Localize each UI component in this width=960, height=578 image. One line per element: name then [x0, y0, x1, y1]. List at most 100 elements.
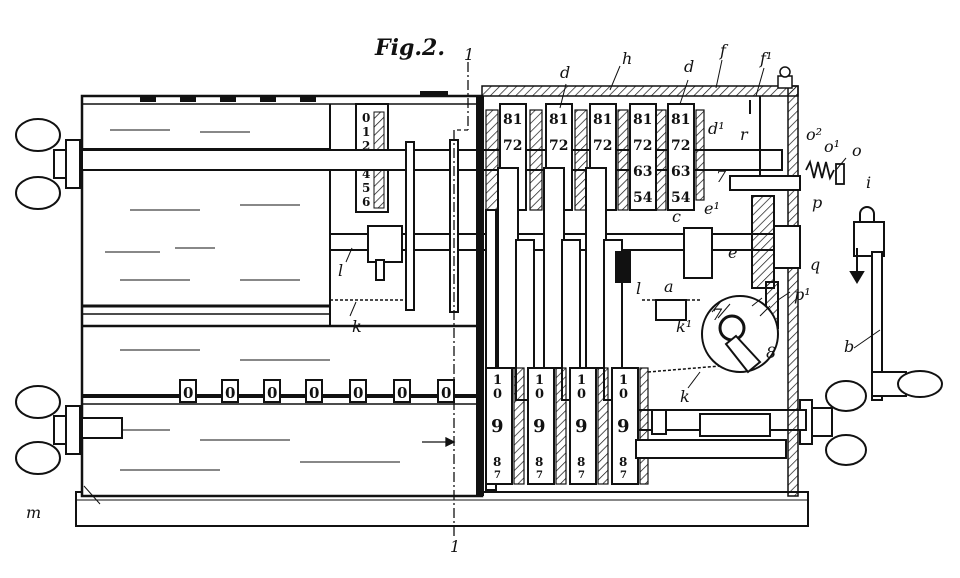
result-digit: 0 [183, 384, 193, 402]
label-k-mid: k [680, 387, 690, 406]
label-i: i [866, 173, 871, 192]
base-plate [75, 491, 809, 527]
label-o1: o¹ [824, 137, 840, 156]
label-k1: k¹ [676, 317, 692, 336]
wheel-number: 72 [549, 138, 568, 154]
reference-labels: 1 1 d h d f f¹ d¹ r o² o¹ o i 7 p e¹ c e… [26, 41, 871, 556]
wheel-number: 54 [671, 190, 691, 206]
wheel-number: 81 [633, 112, 652, 128]
leader-lines [83, 59, 881, 505]
label-f: f [719, 41, 729, 60]
section-mark-bottom: 1 [450, 537, 460, 556]
counter-digit: 9 [491, 416, 504, 437]
result-digit: 0 [267, 384, 277, 402]
wheel-number: 72 [593, 138, 612, 154]
label-seven-top: 7 [716, 167, 727, 186]
counter-column: 1 0 9 8 7 [527, 367, 555, 485]
section-line [422, 62, 469, 536]
label-a: a [664, 277, 674, 296]
result-digit: 0 [397, 384, 407, 402]
wheel-number: 72 [503, 138, 522, 154]
counter-digit: 0 [619, 387, 628, 402]
label-o: o [852, 141, 862, 160]
scale-digit: 1 [362, 125, 370, 139]
counter-digit: 9 [533, 416, 546, 437]
result-digit: 0 [225, 384, 235, 402]
wing-nut-bottom-right [799, 380, 867, 466]
wheel-number: 81 [671, 112, 690, 128]
counter-digit: 1 [577, 373, 586, 388]
gear-wheel [701, 295, 779, 374]
scale-digit: 0 [362, 111, 370, 125]
top-cover [476, 66, 799, 497]
wheel-number: 81 [549, 112, 568, 128]
levers [485, 167, 623, 491]
label-h: h [622, 49, 632, 68]
counter-digit: 7 [494, 470, 501, 481]
counter-digit: 8 [619, 455, 627, 469]
spring [805, 159, 845, 185]
label-e1: e¹ [704, 199, 720, 218]
crank-handle [849, 206, 943, 401]
counter-digit: 9 [617, 416, 630, 437]
label-q: q [810, 255, 820, 274]
counter-digit: 0 [535, 387, 544, 402]
counter-digit: 0 [577, 387, 586, 402]
chains [330, 299, 721, 373]
counter-columns: 1 0 9 8 7 1 0 9 8 7 1 0 9 8 7 1 0 9 8 [485, 367, 649, 485]
wheel-number: 72 [633, 138, 652, 154]
counter-column: 1 0 9 8 7 [611, 367, 639, 485]
label-p: p [812, 193, 822, 212]
wheel-number: 54 [633, 190, 653, 206]
wheel-number: 81 [593, 112, 612, 128]
wing-nut-bottom-left [15, 385, 81, 475]
scale-digit: 5 [362, 181, 370, 195]
scale-digit: 4 [362, 167, 370, 181]
label-p1: p¹ [794, 285, 811, 304]
upper-wheel-columns: 81 72 81 72 81 72 81 72 63 54 81 72 63 5… [485, 103, 705, 211]
label-c: c [672, 207, 681, 226]
counter-digit: 0 [493, 387, 502, 402]
scale-digit: 2 [362, 139, 370, 153]
wing-nut-top-left [15, 118, 81, 210]
result-digit: 0 [309, 384, 319, 402]
counter-digit: 7 [578, 470, 585, 481]
upper-wheel-column: 81 72 63 54 [629, 103, 657, 211]
label-r: r [740, 125, 749, 144]
scale-digit: 6 [362, 195, 370, 209]
result-digit: 0 [353, 384, 363, 402]
counter-digit: 9 [575, 416, 588, 437]
label-e: e [728, 243, 737, 262]
label-d-left: d [560, 63, 570, 82]
label-d1: d¹ [708, 119, 725, 138]
counter-column: 1 0 9 8 7 [485, 367, 513, 485]
section-mark-top: 1 [464, 45, 474, 64]
label-k-left: k [352, 317, 362, 336]
label-d-right: d [684, 57, 694, 76]
counter-digit: 8 [535, 455, 543, 469]
label-l-right: l [636, 279, 641, 298]
label-f1: f¹ [759, 49, 772, 68]
label-seven-mid: 7 [712, 305, 723, 324]
counter-digit: 1 [535, 373, 544, 388]
counter-digit: 7 [620, 470, 627, 481]
wheel-number: 81 [503, 112, 522, 128]
figure-title: Fig.2. [374, 35, 445, 61]
label-m: m [26, 503, 41, 522]
result-digit: 0 [441, 384, 451, 402]
counter-column: 1 0 9 8 7 [569, 367, 597, 485]
label-eight: 8 [766, 343, 776, 362]
wheel-number: 72 [671, 138, 690, 154]
counter-digit: 1 [493, 373, 502, 388]
label-o2: o² [806, 125, 822, 144]
wheel-number: 63 [633, 164, 652, 180]
label-l-left: l [338, 261, 343, 280]
counter-digit: 8 [493, 455, 501, 469]
counter-digit: 1 [619, 373, 628, 388]
upper-wheel-column: 81 72 63 54 [667, 103, 695, 211]
result-window: 0 0 0 0 0 0 0 [179, 379, 455, 403]
label-b: b [844, 337, 854, 356]
counter-digit: 8 [577, 455, 585, 469]
wheel-number: 63 [671, 164, 690, 180]
